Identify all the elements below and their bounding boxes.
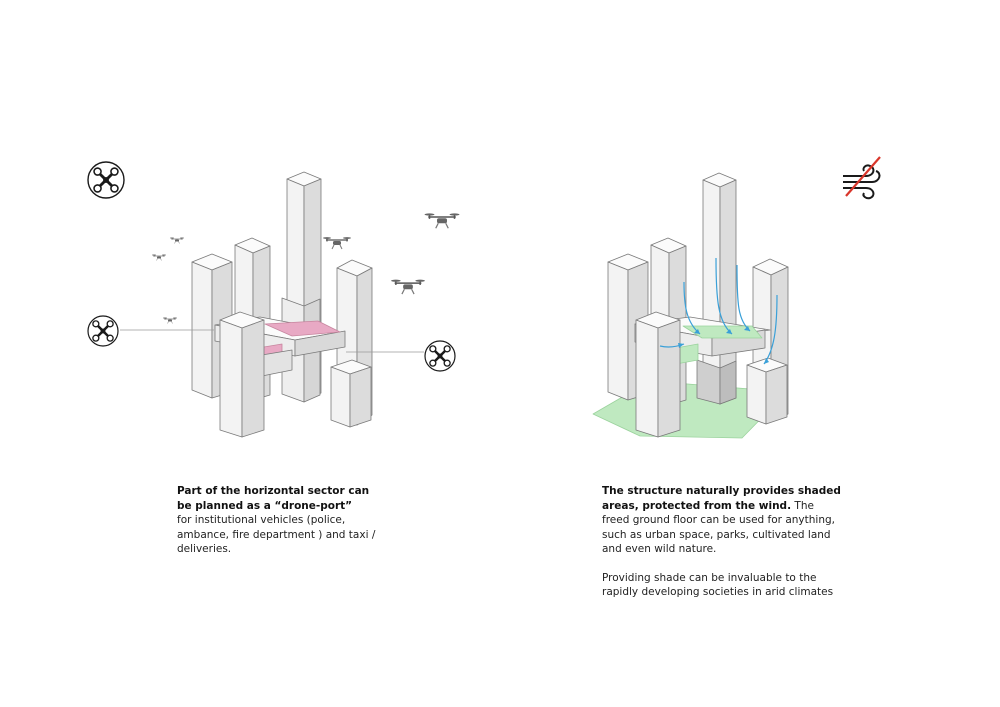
shade-caption: The structure naturally provides shaded … <box>602 484 842 600</box>
flying-drone-icon <box>323 236 351 250</box>
flying-drone-icon <box>391 278 425 295</box>
caption-heading: Part of the horizontal sector can be pla… <box>177 485 370 512</box>
caption-body: The freed ground floor can be used for a… <box>602 499 835 556</box>
wind-arrows <box>659 257 778 365</box>
caption-body: for institutional vehicles (police, amba… <box>177 514 376 555</box>
shaded-building <box>592 172 789 439</box>
drone-icon <box>87 315 119 347</box>
flying-drone-icon <box>152 254 166 261</box>
drone-port-caption: Part of the horizontal sector can be pla… <box>177 484 377 557</box>
flying-drone-icon <box>170 237 184 244</box>
no-wind-icon <box>843 156 881 200</box>
drone-icon <box>87 161 125 199</box>
flying-drone-icon <box>163 317 177 324</box>
caption-heading: The structure naturally provides shaded … <box>602 485 841 512</box>
caption-body-2: Providing shade can be invaluable to the… <box>602 571 834 599</box>
flying-drone-icon <box>424 212 460 230</box>
drone-icon <box>424 340 456 372</box>
drone-port-building <box>191 171 373 438</box>
